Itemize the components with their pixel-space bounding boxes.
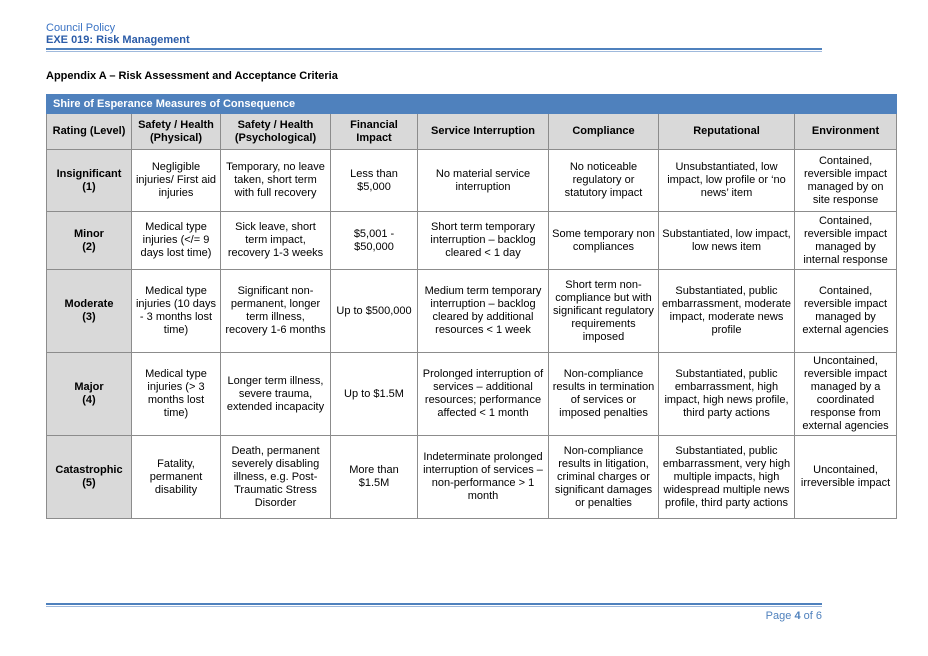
table-cell: Substantiated, public embarrassment, hig… [658,352,795,436]
table-cell: Contained, reversible impact managed by … [793,211,898,270]
table-cell: Medium term temporary interruption – bac… [417,269,549,353]
table-cell: Short term temporary interruption – back… [417,211,549,270]
page-current: 4 [794,610,801,622]
table-row: Minor (2) Medical type injuries (</= 9 d… [46,211,898,270]
rating-name: Moderate [64,298,114,310]
page-number: Page 4 of 6 [766,610,822,622]
page-total: 6 [815,610,822,622]
table-cell: Up to $1.5M [330,352,418,436]
table-cell: Substantiated, low impact, low news item [658,211,795,270]
table-cell: Medical type injuries (</= 9 days lost t… [131,211,221,270]
rating-cell: Moderate (3) [46,269,132,353]
table-cell: Uncontained, reversible impact managed b… [793,352,898,436]
table-cell: Fatality, permanent disability [131,435,221,519]
rating-level: (3) [82,311,96,323]
document-category: Council Policy [46,22,116,34]
page-of: of [803,610,813,622]
page-label: Page [765,610,792,622]
column-header-financial: Financial Impact [330,113,418,150]
column-header-reputational: Reputational [658,113,795,150]
table-cell: No material service interruption [417,149,549,212]
rating-name: Insignificant [56,167,122,180]
rating-cell: Major (4) [46,352,132,436]
table-cell: Unsubstantiated, low impact, low profile… [658,149,795,212]
table-cell: Less than $5,000 [330,149,418,212]
rating-name: Major [74,381,104,393]
rating-level: (2) [82,240,96,253]
column-header-environment: Environment [793,113,898,150]
table-cell: Longer term illness, severe trauma, exte… [220,352,331,436]
column-header-service: Service Interruption [417,113,549,150]
table-cell: Death, permanent severely disabling illn… [220,435,331,519]
appendix-title: Appendix A – Risk Assessment and Accepta… [46,70,338,82]
table-cell: Short term non-compliance but with signi… [548,269,659,353]
table-cell: Substantiated, public embarrassment, ver… [658,435,795,519]
header-divider [46,48,822,50]
table-row: Major (4) Medical type injuries (> 3 mon… [46,352,898,436]
table-cell: Sick leave, short term impact, recovery … [220,211,331,270]
table-cell: Significant non-permanent, longer term i… [220,269,331,353]
table-cell: Negligible injuries/ First aid injuries [131,149,221,212]
rating-level: (4) [82,394,96,406]
table-cell: Medical type injuries (> 3 months lost t… [131,352,221,436]
table-cell: Substantiated, public embarrassment, mod… [658,269,795,353]
table-cell: Contained, reversible impact managed by … [793,149,898,212]
consequence-table: Shire of Esperance Measures of Consequen… [45,94,898,519]
table-header-row: Rating (Level) Safety / Health (Physical… [46,113,898,150]
rating-level: (1) [82,180,96,193]
column-header-compliance: Compliance [548,113,659,150]
column-header-physical: Safety / Health (Physical) [131,113,221,150]
table-cell: Non-compliance results in litigation, cr… [548,435,659,519]
rating-cell: Insignificant (1) [46,149,132,212]
table-cell: No noticeable regulatory or statutory im… [548,149,659,212]
table-cell: $5,001 - $50,000 [330,211,418,270]
table-cell: Non-compliance results in termination of… [548,352,659,436]
rating-name: Catastrophic [55,464,123,476]
rating-name: Minor [74,227,104,240]
table-row: Insignificant (1) Negligible injuries/ F… [46,149,898,212]
column-header-rating: Rating (Level) [46,113,132,150]
rating-cell: Minor (2) [46,211,132,270]
table-cell: Up to $500,000 [330,269,418,353]
table-cell: Some temporary non compliances [548,211,659,270]
footer-divider [46,603,822,605]
table-cell: Medical type injuries (10 days - 3 month… [131,269,221,353]
rating-cell: Catastrophic (5) [46,435,132,519]
column-header-psychological: Safety / Health (Psychological) [220,113,331,150]
table-cell: Indeterminate prolonged interruption of … [417,435,549,519]
table-cell: Prolonged interruption of services – add… [417,352,549,436]
table-cell: Contained, reversible impact managed by … [793,269,898,353]
table-cell: More than $1.5M [330,435,418,519]
header-divider-thin [46,51,822,52]
rating-level: (5) [82,477,96,489]
table-banner: Shire of Esperance Measures of Consequen… [45,94,898,114]
table-row: Moderate (3) Medical type injuries (10 d… [46,269,898,353]
footer-divider-thin [46,606,822,607]
policy-title: EXE 019: Risk Management [46,34,190,46]
table-cell: Temporary, no leave taken, short term wi… [220,149,331,212]
table-row: Catastrophic (5) Fatality, permanent dis… [46,435,898,519]
table-cell: Uncontained, irreversible impact [793,435,898,519]
